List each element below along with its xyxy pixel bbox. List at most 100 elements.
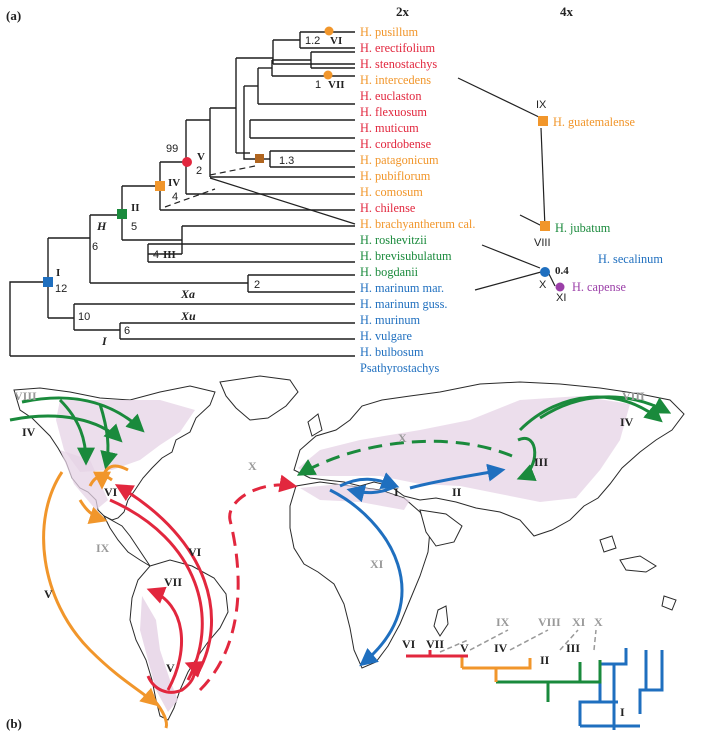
brown-square-node: [255, 154, 264, 163]
branch-number-ten: 10: [78, 311, 90, 323]
mini-tree-label: VII: [426, 637, 444, 651]
node-number-x: 0.4: [555, 265, 569, 277]
taxon-label: H. pubiflorum: [360, 169, 431, 183]
taxon-label: H. pusillum: [360, 25, 419, 39]
taxon-label: H. roshevitzii: [360, 233, 428, 247]
guatemalense-square: [538, 116, 548, 126]
mini-tree-label: V: [460, 641, 469, 655]
map-label: VIII: [622, 389, 645, 403]
taxon-label: H. marinum mar.: [360, 281, 444, 295]
mini-tree-label: XI: [572, 615, 586, 629]
taxon-label: H. muticum: [360, 121, 419, 135]
mini-tree-label: VIII: [538, 615, 561, 629]
bootstrap-value: 99: [166, 143, 178, 155]
node-roman-v: V: [197, 151, 205, 163]
node-number-iii: 4: [153, 249, 159, 261]
branch-number-six-b: 6: [124, 325, 130, 337]
node-roman-vi: VI: [330, 35, 342, 47]
polyploid-roman: XI: [556, 292, 566, 304]
hybridization-links: [164, 165, 356, 225]
map-label: X: [248, 459, 257, 473]
taxon-label: H. chilense: [360, 201, 416, 215]
polyploid-label: H. capense: [572, 280, 626, 294]
node-roman-i: I: [56, 267, 60, 279]
taxon-label: Psathyrostachys: [360, 361, 439, 375]
orange-circle-node: [323, 70, 333, 80]
mini-tree-label: VI: [402, 637, 416, 651]
orange-square-node: [155, 181, 165, 191]
node-number-v: 2: [196, 165, 202, 177]
map-label: V: [166, 661, 175, 675]
polyploid-roman: IX: [536, 99, 547, 111]
node-number-ii: 5: [131, 221, 137, 233]
polyploid-roman: X: [539, 279, 547, 291]
taxon-label: H. marinum guss.: [360, 297, 447, 311]
taxon-label: H. brevisubulatum: [360, 249, 452, 263]
map-label: IV: [620, 415, 634, 429]
node-number-brown: 1.3: [279, 155, 294, 167]
map-label: II: [452, 485, 462, 499]
node-roman-vii: VII: [328, 79, 345, 91]
polyploid-links: [457, 77, 556, 291]
taxon-label: H. patagonicum: [360, 153, 439, 167]
taxon-labels: H. pusillum H. erectifolium H. stenostac…: [360, 25, 475, 375]
genome-label-i: I: [101, 334, 108, 348]
capense-circle: [555, 282, 565, 292]
map-label: XI: [370, 557, 384, 571]
mini-tree-label: II: [540, 653, 550, 667]
orange-circle-node: [324, 26, 334, 36]
polyploid-labels: H. guatemalense H. jubatum H. secalinum …: [534, 99, 663, 304]
column-header-2x: 2x: [396, 4, 410, 19]
taxon-label: H. bulbosum: [360, 345, 424, 359]
taxon-label: H. intercedens: [360, 73, 431, 87]
mini-tree-label: I: [620, 705, 625, 719]
tree-node-labels: 99 V 2 IV 4 II 5 4 III I 12 H 6 Xa 2 10 …: [55, 35, 345, 348]
taxon-label: H. vulgare: [360, 329, 412, 343]
node-number-i: 12: [55, 283, 67, 295]
map-label: VII: [164, 575, 182, 589]
taxon-label: H. euclaston: [360, 89, 421, 103]
panel-b-label: (b): [6, 716, 22, 731]
node-number-iv: 4: [172, 191, 178, 203]
phylogenetic-tree: [9, 31, 355, 357]
node-number-vii: 1: [315, 79, 321, 91]
genome-label-xa: Xa: [180, 287, 195, 301]
branch-number-two: 2: [254, 279, 260, 291]
polyploid-label: H. jubatum: [555, 221, 611, 235]
node-markers: [43, 26, 334, 287]
map-labels: VIII IV VI IX V VI VII V X X I II III XI…: [14, 389, 645, 675]
node-number-vi: 1.2: [305, 35, 320, 47]
column-header-4x: 4x: [560, 4, 574, 19]
node-roman-iii: III: [163, 249, 176, 261]
world-map: [13, 375, 685, 721]
mini-tree: VI VII V IV II III IX VIII XI X I: [402, 615, 664, 730]
node-roman-ii: II: [131, 202, 140, 214]
red-circle-node: [182, 157, 192, 167]
mini-tree-label: X: [594, 615, 603, 629]
taxon-label: H. brachyantherum cal.: [360, 217, 475, 231]
map-label: IX: [96, 541, 110, 555]
polyploid-label: H. guatemalense: [553, 115, 635, 129]
polyploid-markers: [538, 116, 565, 292]
dispersal-arrows: [9, 395, 672, 729]
branch-number-six: 6: [92, 241, 98, 253]
map-label: I: [394, 485, 399, 499]
greenland-outline: [219, 375, 299, 421]
mini-tree-label: IV: [494, 641, 508, 655]
map-label: X: [398, 431, 407, 445]
genome-label-h: H: [96, 219, 107, 233]
taxon-label: H. murinum: [360, 313, 421, 327]
map-label: III: [534, 455, 548, 469]
map-label: VIII: [14, 389, 37, 403]
green-square-node: [117, 209, 127, 219]
taxon-label: H. flexuosum: [360, 105, 427, 119]
blue-square-node: [43, 277, 53, 287]
map-label: VI: [104, 485, 118, 499]
central-america-outline: [102, 514, 151, 567]
secalinum-circle: [540, 267, 550, 277]
jubatum-square: [540, 221, 550, 231]
polyploid-roman: VIII: [534, 237, 551, 249]
panel-a-label: (a): [6, 8, 21, 23]
polyploid-label: H. secalinum: [598, 252, 663, 266]
